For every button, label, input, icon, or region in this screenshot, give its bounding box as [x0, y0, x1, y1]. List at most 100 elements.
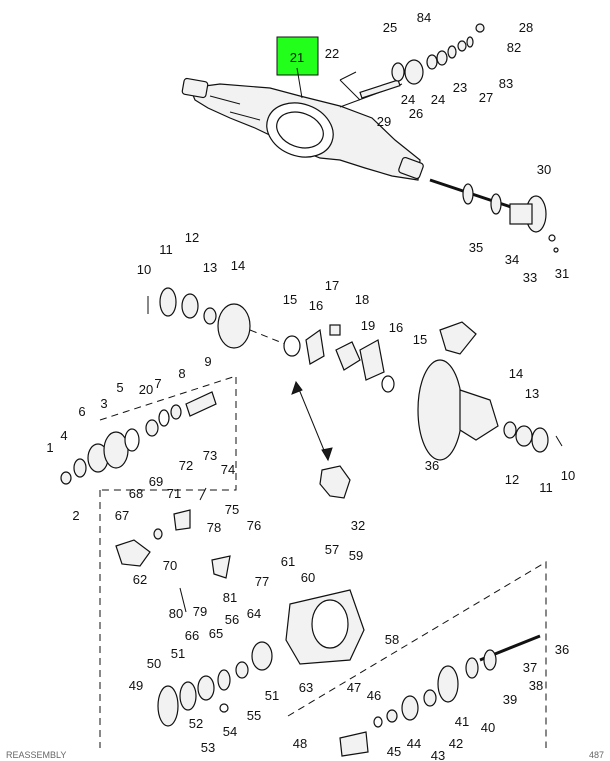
- callout-10-b[interactable]: 10: [561, 468, 575, 483]
- callout-24[interactable]: 24: [431, 92, 445, 107]
- callout-69[interactable]: 69: [149, 474, 163, 489]
- callout-11-b[interactable]: 11: [539, 480, 553, 495]
- callout-12[interactable]: 12: [185, 230, 199, 245]
- callout-66[interactable]: 66: [185, 628, 199, 643]
- callout-20[interactable]: 20: [139, 382, 153, 397]
- callout-16[interactable]: 16: [309, 298, 323, 313]
- callout-21-text: 21: [290, 50, 304, 65]
- callout-52[interactable]: 52: [189, 716, 203, 731]
- callout-38[interactable]: 38: [529, 678, 543, 693]
- callout-60[interactable]: 60: [301, 570, 315, 585]
- callout-81[interactable]: 81: [223, 590, 237, 605]
- callout-46[interactable]: 46: [367, 688, 381, 703]
- callout-71[interactable]: 71: [167, 486, 181, 501]
- callout-25[interactable]: 25: [383, 20, 397, 35]
- differential-gears: [283, 321, 477, 393]
- callout-28[interactable]: 28: [519, 20, 533, 35]
- callout-34[interactable]: 34: [505, 252, 519, 267]
- callout-23[interactable]: 23: [453, 80, 467, 95]
- callout-4[interactable]: 4: [60, 428, 67, 443]
- callout-22[interactable]: 22: [325, 46, 339, 61]
- callout-37[interactable]: 37: [523, 660, 537, 675]
- callout-65[interactable]: 65: [209, 626, 223, 641]
- callout-62[interactable]: 62: [133, 572, 147, 587]
- callout-27[interactable]: 27: [479, 90, 493, 105]
- callout-26[interactable]: 26: [409, 106, 423, 121]
- callout-51[interactable]: 51: [171, 646, 185, 661]
- callout-83[interactable]: 83: [499, 76, 513, 91]
- callout-17[interactable]: 17: [325, 278, 339, 293]
- callout-42[interactable]: 42: [449, 736, 463, 751]
- callout-56[interactable]: 56: [225, 612, 239, 627]
- callout-47[interactable]: 47: [347, 680, 361, 695]
- callout-75[interactable]: 75: [225, 502, 239, 517]
- callout-77[interactable]: 77: [255, 574, 269, 589]
- callout-84[interactable]: 84: [417, 10, 431, 25]
- callout-35[interactable]: 35: [469, 240, 483, 255]
- callout-14-b[interactable]: 14: [509, 366, 523, 381]
- callout-9[interactable]: 9: [204, 354, 211, 369]
- callout-73[interactable]: 73: [203, 448, 217, 463]
- callout-13[interactable]: 13: [203, 260, 217, 275]
- callout-14[interactable]: 14: [231, 258, 245, 273]
- callout-7[interactable]: 7: [154, 376, 161, 391]
- callout-30[interactable]: 30: [537, 162, 551, 177]
- callout-36[interactable]: 36: [425, 458, 439, 473]
- callout-18[interactable]: 18: [355, 292, 369, 307]
- callout-13-b[interactable]: 13: [525, 386, 539, 401]
- callout-58[interactable]: 58: [385, 632, 399, 647]
- callout-55[interactable]: 55: [247, 708, 261, 723]
- callout-54[interactable]: 54: [223, 724, 237, 739]
- callout-33[interactable]: 33: [523, 270, 537, 285]
- axle-shaft: [429, 178, 559, 253]
- callout-57[interactable]: 57: [325, 542, 339, 557]
- callout-5[interactable]: 5: [116, 380, 123, 395]
- callout-11[interactable]: 11: [159, 242, 173, 257]
- callout-3[interactable]: 3: [100, 396, 107, 411]
- callout-12-b[interactable]: 12: [505, 472, 519, 487]
- callout-68[interactable]: 68: [129, 486, 143, 501]
- callout-63[interactable]: 63: [299, 680, 313, 695]
- callout-74[interactable]: 74: [221, 462, 235, 477]
- callout-2[interactable]: 2: [72, 508, 79, 523]
- callout-50[interactable]: 50: [147, 656, 161, 671]
- callout-39[interactable]: 39: [503, 692, 517, 707]
- callout-10[interactable]: 10: [137, 262, 151, 277]
- callout-61[interactable]: 61: [281, 554, 295, 569]
- callout-15[interactable]: 15: [283, 292, 297, 307]
- callout-59[interactable]: 59: [349, 548, 363, 563]
- callout-43[interactable]: 43: [431, 748, 445, 761]
- callout-76[interactable]: 76: [247, 518, 261, 533]
- callout-82[interactable]: 82: [507, 40, 521, 55]
- callout-6[interactable]: 6: [78, 404, 85, 419]
- callout-64[interactable]: 64: [247, 606, 261, 621]
- callout-24-b[interactable]: 24: [401, 92, 415, 107]
- callout-53[interactable]: 53: [201, 740, 215, 755]
- callout-48[interactable]: 48: [293, 736, 307, 751]
- callout-31[interactable]: 31: [555, 266, 569, 281]
- callout-79[interactable]: 79: [193, 604, 207, 619]
- callout-49[interactable]: 49: [129, 678, 143, 693]
- callout-80[interactable]: 80: [169, 606, 183, 621]
- callout-41[interactable]: 41: [455, 714, 469, 729]
- callout-32[interactable]: 32: [351, 518, 365, 533]
- callout-40[interactable]: 40: [481, 720, 495, 735]
- callout-44[interactable]: 44: [407, 736, 421, 751]
- callout-16-b[interactable]: 16: [389, 320, 403, 335]
- highlight-callout[interactable]: 21: [276, 36, 319, 99]
- callout-78[interactable]: 78: [207, 520, 221, 535]
- callout-67[interactable]: 67: [115, 508, 129, 523]
- callout-19[interactable]: 19: [361, 318, 375, 333]
- callout-15-b[interactable]: 15: [413, 332, 427, 347]
- callout-72[interactable]: 72: [179, 458, 193, 473]
- lower-gear-set: [157, 589, 365, 727]
- callout-29[interactable]: 29: [377, 114, 391, 129]
- callout-1[interactable]: 1: [46, 440, 53, 455]
- callout-51-b[interactable]: 51: [265, 688, 279, 703]
- callout-8[interactable]: 8: [178, 366, 185, 381]
- callout-36-b[interactable]: 36: [555, 642, 569, 657]
- callout-45[interactable]: 45: [387, 744, 401, 759]
- callout-70[interactable]: 70: [163, 558, 177, 573]
